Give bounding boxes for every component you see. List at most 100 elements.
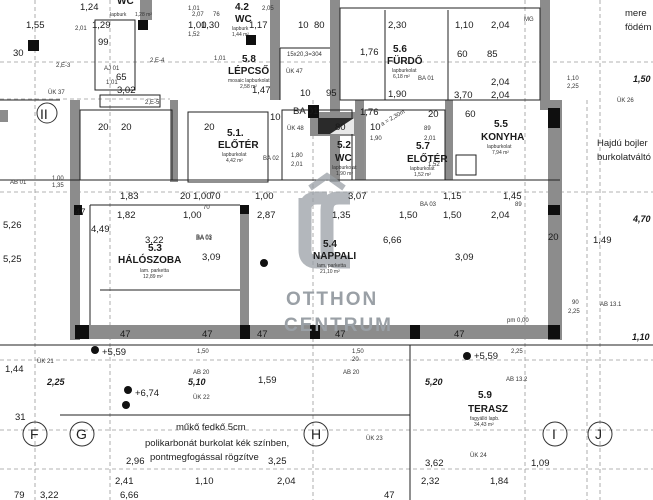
dim-label: 31 [15, 412, 26, 423]
note-top-right-2: födém [625, 22, 651, 33]
room-5-5-sub: lapburkolat [487, 144, 512, 150]
dim-label: 6,66 [383, 235, 402, 246]
dim-label: 1,35 [332, 210, 351, 221]
room-5-3-area: 12,89 m² [143, 274, 163, 280]
room-5-9-name: TERASZ [468, 404, 508, 415]
dim-label: 2,25 [567, 84, 579, 90]
dim-label: 20 [180, 191, 191, 202]
dim-label: 20 [548, 232, 559, 243]
dim-label: ÜK 21 [37, 358, 54, 365]
room-5-8-sub: mosaic lapburkolat [228, 78, 270, 84]
room-5-6-name: FÜRDŐ [387, 54, 423, 67]
room-5-2-number: 5.2 [337, 140, 351, 151]
dim-label: 5,20 [425, 377, 443, 387]
dim-label: 2,07 [192, 12, 204, 18]
dim-label: 2,E-3 [56, 63, 71, 69]
dim-label: 47 [384, 490, 395, 500]
dim-label: 3,22 [40, 490, 59, 500]
dim-label: ÜK 47 [286, 68, 303, 75]
room-5-5-area: 7,94 m² [492, 150, 509, 156]
dim-label: 3,09 [202, 252, 221, 263]
dim-label: +5,59 [474, 351, 498, 362]
columns [28, 20, 560, 339]
dim-label: 15x20,3=304 [287, 52, 323, 58]
dim-label: 47 [75, 207, 86, 218]
dim-label: 1,00 [52, 176, 64, 182]
dim-label: 1,52 [188, 32, 200, 38]
dim-label: 2,01 [75, 26, 87, 32]
dim-label: AB 20 [343, 370, 360, 376]
room-5-8-area: 2,58 m² [240, 84, 257, 90]
dim-label: 99 [98, 37, 109, 48]
dim-label: 1,01 [106, 80, 118, 86]
room-wc-top-sub: lapburk [110, 12, 127, 18]
dim-label: 1,10 [567, 76, 579, 82]
dim-label: AJ 01 [104, 66, 120, 72]
dim-label: 1,76 [360, 107, 379, 118]
dim-label: 1,10 [455, 20, 474, 31]
room-wc-top-area: 1,28 m² [135, 12, 152, 18]
dim-label: 1,09 [531, 458, 550, 469]
dim-label: 4,70 [632, 214, 651, 224]
room-5-6-number: 5.6 [393, 44, 407, 55]
dim-label: 1,49 [593, 235, 612, 246]
room-5-7-sub: lapburkolat [410, 166, 435, 172]
room-5-1-sub: lapburkolat [222, 152, 247, 158]
dim-label: 2,25 [46, 377, 66, 387]
dim-label: 2,30 [388, 20, 407, 31]
dim-label: 2,04 [277, 476, 296, 487]
dim-label: 47 [202, 329, 213, 340]
dim-label: BA 01 [196, 236, 213, 242]
dim-label: 3,09 [455, 252, 474, 263]
note-boiler-2: burkolatváltó [597, 152, 651, 163]
dim-label: 47 [120, 329, 131, 340]
dim-label: 1,30 [201, 20, 220, 31]
dim-label: 1,50 [443, 210, 462, 221]
dim-label: BA 01 [418, 76, 435, 82]
dim-label: 2,04 [491, 90, 510, 101]
dim-label: 6,66 [120, 490, 139, 500]
dim-label: BA 03 [196, 235, 213, 241]
dim-label: 1,50 [399, 210, 418, 221]
dim-label: AB 13.1 [600, 302, 622, 308]
dim-label: 1,01 [214, 56, 226, 62]
dim-label: 1,10 [195, 476, 214, 487]
room-5-3-number: 5.3 [148, 243, 162, 254]
axis-circles [22, 102, 613, 447]
dim-label: ÜK 24 [470, 452, 487, 459]
axis-label-F: F [30, 426, 39, 442]
room-5-9-number: 5.9 [478, 390, 492, 401]
dim-label: 89 [424, 126, 431, 132]
dim-label: 65 [116, 72, 127, 83]
dim-label: pm 0,00 [507, 318, 529, 324]
axis-label-I: I [552, 426, 556, 442]
axis-label-G: G [76, 426, 87, 442]
dim-label: 1,29 [92, 20, 111, 31]
dim-label: 95 [326, 88, 337, 99]
dim-label: 2,41 [115, 476, 134, 487]
dim-label: 1,00 [255, 191, 274, 202]
dim-label: 2,04 [491, 210, 510, 221]
dim-label: +5,59 [102, 347, 126, 358]
dim-label: 3,02 [117, 85, 136, 96]
dim-label: 2,04 [491, 77, 510, 88]
dim-label: 10 [298, 20, 309, 31]
dim-label: 1,24 [80, 2, 99, 13]
dim-label: 1,76 [360, 47, 379, 58]
dim-label: BA 03 [420, 202, 437, 208]
room-5-8-number: 5.8 [242, 54, 256, 65]
dim-label: 4,49 [91, 224, 110, 235]
room-5-7-area: 1,52 m² [414, 172, 431, 178]
dim-label: 60 [457, 49, 468, 60]
outlines [0, 7, 653, 500]
dim-label: 2,E-5 [145, 100, 160, 106]
dim-label: 1,01 [188, 6, 200, 12]
dim-label: 1,00 [193, 191, 212, 202]
dim-label: BA 02 [263, 156, 280, 162]
watermark-centrum: CENTRUM [284, 315, 393, 336]
room-5-6-sub: lapburkolat [392, 68, 417, 74]
dim-label: 2,87 [257, 210, 276, 221]
axis-label-J: J [595, 426, 602, 442]
dim-label: 2,01 [291, 162, 303, 168]
dim-label: 1,00 [188, 20, 207, 31]
